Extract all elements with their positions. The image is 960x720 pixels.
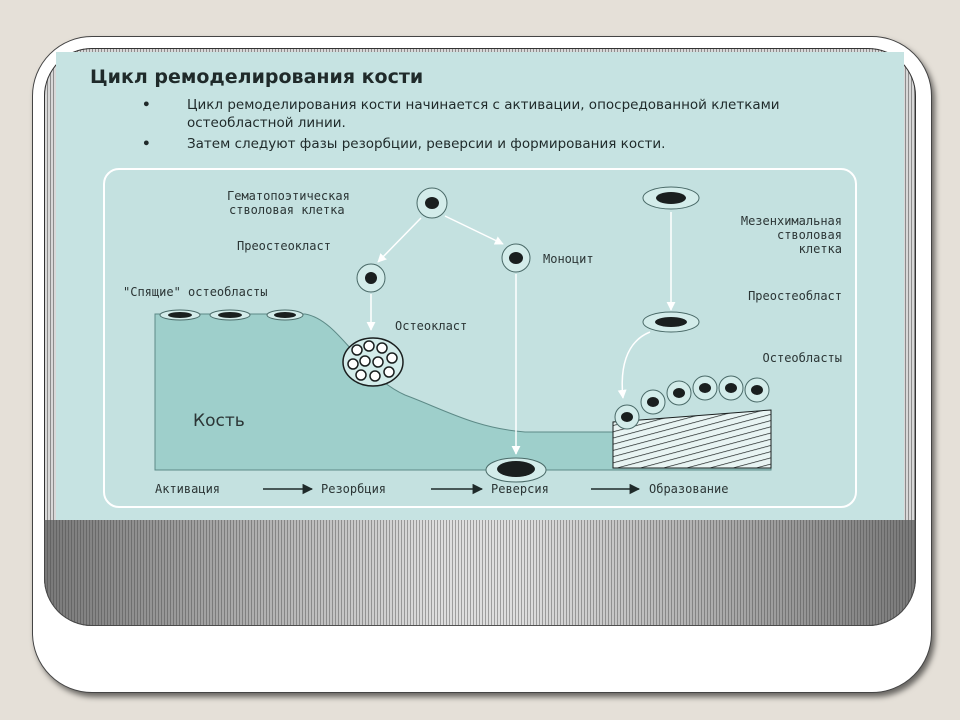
- phase-reversal: Реверсия: [491, 482, 549, 496]
- msc-label: Мезенхимальная: [741, 214, 842, 228]
- arrow: [377, 217, 422, 263]
- phase-formation: Образование: [649, 482, 728, 496]
- preosteoblast-label: Преостеобласт: [748, 289, 842, 303]
- bullet-text: Цикл ремоделирования кости начинается с …: [187, 97, 780, 131]
- sleeping-osteoblasts-label: "Спящие" остеобласты: [123, 285, 268, 299]
- msc-label: клетка: [799, 242, 842, 256]
- preosteoclast-label: Преостеокласт: [237, 239, 331, 253]
- bullet-marker: •: [142, 97, 151, 113]
- diagram-panel: Кость "Спящие" остеобласты Гематопоэтиче…: [103, 168, 857, 508]
- phase-activation: Активация: [155, 482, 220, 496]
- bullet-item: • Затем следуют фазы резорбции, реверсии …: [142, 135, 882, 153]
- hsc-label: Гематопоэтическая: [227, 189, 350, 203]
- arrow: [617, 331, 651, 399]
- osteoblast-cells: [614, 375, 770, 430]
- osteoclast-label: Остеокласт: [395, 319, 467, 333]
- reversal-cell-icon: [485, 457, 547, 483]
- phase-resorption: Резорбция: [321, 482, 386, 496]
- sleeping-osteoblasts: [159, 309, 304, 321]
- remodeling-diagram: Кость "Спящие" остеобласты Гематопоэтиче…: [123, 186, 842, 496]
- osteoclast-cell-icon: [342, 337, 404, 387]
- osteoid-hatch: [612, 409, 772, 469]
- monocyte-cell-icon: [501, 243, 531, 273]
- slide-title: Цикл ремоделирования кости: [90, 66, 424, 88]
- bullet-list: • Цикл ремоделирования кости начинается с…: [142, 96, 882, 156]
- bone-label: Кость: [193, 411, 245, 431]
- monocyte-label: Моноцит: [543, 252, 594, 266]
- preosteoclast-cell-icon: [356, 263, 386, 293]
- msc-label: стволовая: [777, 228, 842, 242]
- hsc-label: стволовая клетка: [229, 203, 345, 217]
- slide-content: Цикл ремоделирования кости • Цикл ремодел…: [56, 52, 904, 520]
- bullet-marker: •: [142, 136, 151, 152]
- bone-shape: [154, 313, 772, 471]
- msc-cell-icon: [642, 186, 700, 210]
- osteoblasts-label: Остеобласты: [763, 351, 842, 365]
- bullet-item: • Цикл ремоделирования кости начинается с…: [142, 96, 882, 132]
- bullet-text: Затем следуют фазы резорбции, реверсии и…: [187, 136, 666, 152]
- hsc-cell-icon: [416, 187, 448, 219]
- arrow: [444, 215, 504, 245]
- preosteoblast-cell-icon: [642, 311, 700, 333]
